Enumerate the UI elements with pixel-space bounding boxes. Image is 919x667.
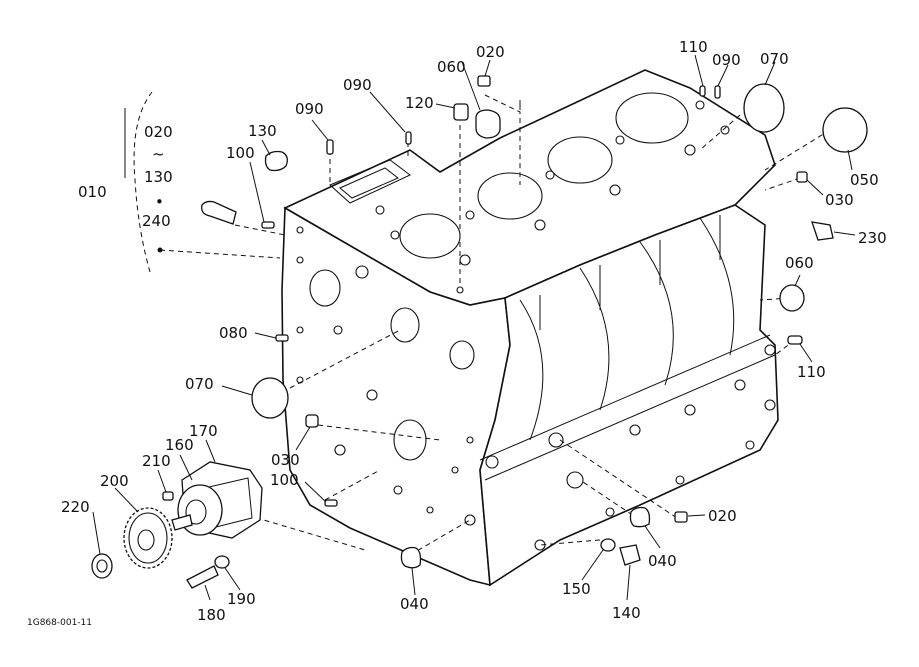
label-030-left: 030 bbox=[271, 451, 300, 469]
label-140: 140 bbox=[612, 604, 641, 622]
label-130: 130 bbox=[248, 122, 277, 140]
bracket-bullet: • bbox=[155, 193, 164, 211]
bracket-range-end: 130 bbox=[144, 168, 173, 186]
label-010: 010 bbox=[78, 183, 107, 201]
cylinder-block bbox=[281, 69, 779, 587]
label-080: 080 bbox=[219, 324, 248, 342]
label-230: 230 bbox=[858, 229, 887, 247]
label-220: 220 bbox=[61, 498, 90, 516]
drawing-code: 1G868-001-11 bbox=[27, 618, 92, 628]
label-120: 120 bbox=[405, 94, 434, 112]
label-090-right: 090 bbox=[712, 51, 741, 69]
label-110-top: 110 bbox=[679, 38, 708, 56]
bracket-extra: 240 bbox=[142, 212, 171, 230]
bracket-bullet-dot bbox=[157, 247, 163, 253]
label-070-top: 070 bbox=[760, 50, 789, 68]
label-100-bottom: 100 bbox=[270, 471, 299, 489]
label-060-right: 060 bbox=[785, 254, 814, 272]
label-180: 180 bbox=[197, 606, 226, 624]
oil-pump-assembly bbox=[91, 461, 263, 589]
assembly-lines bbox=[159, 94, 831, 556]
label-160: 160 bbox=[165, 436, 194, 454]
label-170: 170 bbox=[189, 422, 218, 440]
label-060-top: 060 bbox=[437, 58, 466, 76]
bracket-tilde: ~ bbox=[152, 145, 165, 163]
label-050: 050 bbox=[850, 171, 879, 189]
label-070-left: 070 bbox=[185, 375, 214, 393]
label-020-right: 020 bbox=[708, 507, 737, 525]
bracket-curve bbox=[133, 91, 153, 273]
label-150: 150 bbox=[562, 580, 591, 598]
label-040-bottom: 040 bbox=[400, 595, 429, 613]
leader-lines bbox=[92, 54, 856, 601]
label-090-mid: 090 bbox=[343, 76, 372, 94]
label-210: 210 bbox=[142, 452, 171, 470]
label-190: 190 bbox=[227, 590, 256, 608]
label-030-right: 030 bbox=[825, 191, 854, 209]
loose-parts bbox=[201, 75, 868, 569]
label-200: 200 bbox=[100, 472, 129, 490]
label-040-right: 040 bbox=[648, 552, 677, 570]
label-020-top: 020 bbox=[476, 43, 505, 61]
label-100-top: 100 bbox=[226, 144, 255, 162]
callout-labels: 010 020 ~ 130 • 240 020 060 120 090 090 … bbox=[27, 38, 887, 628]
bracket-range-start: 020 bbox=[144, 123, 173, 141]
label-110-right: 110 bbox=[797, 363, 826, 381]
label-090-left: 090 bbox=[295, 100, 324, 118]
